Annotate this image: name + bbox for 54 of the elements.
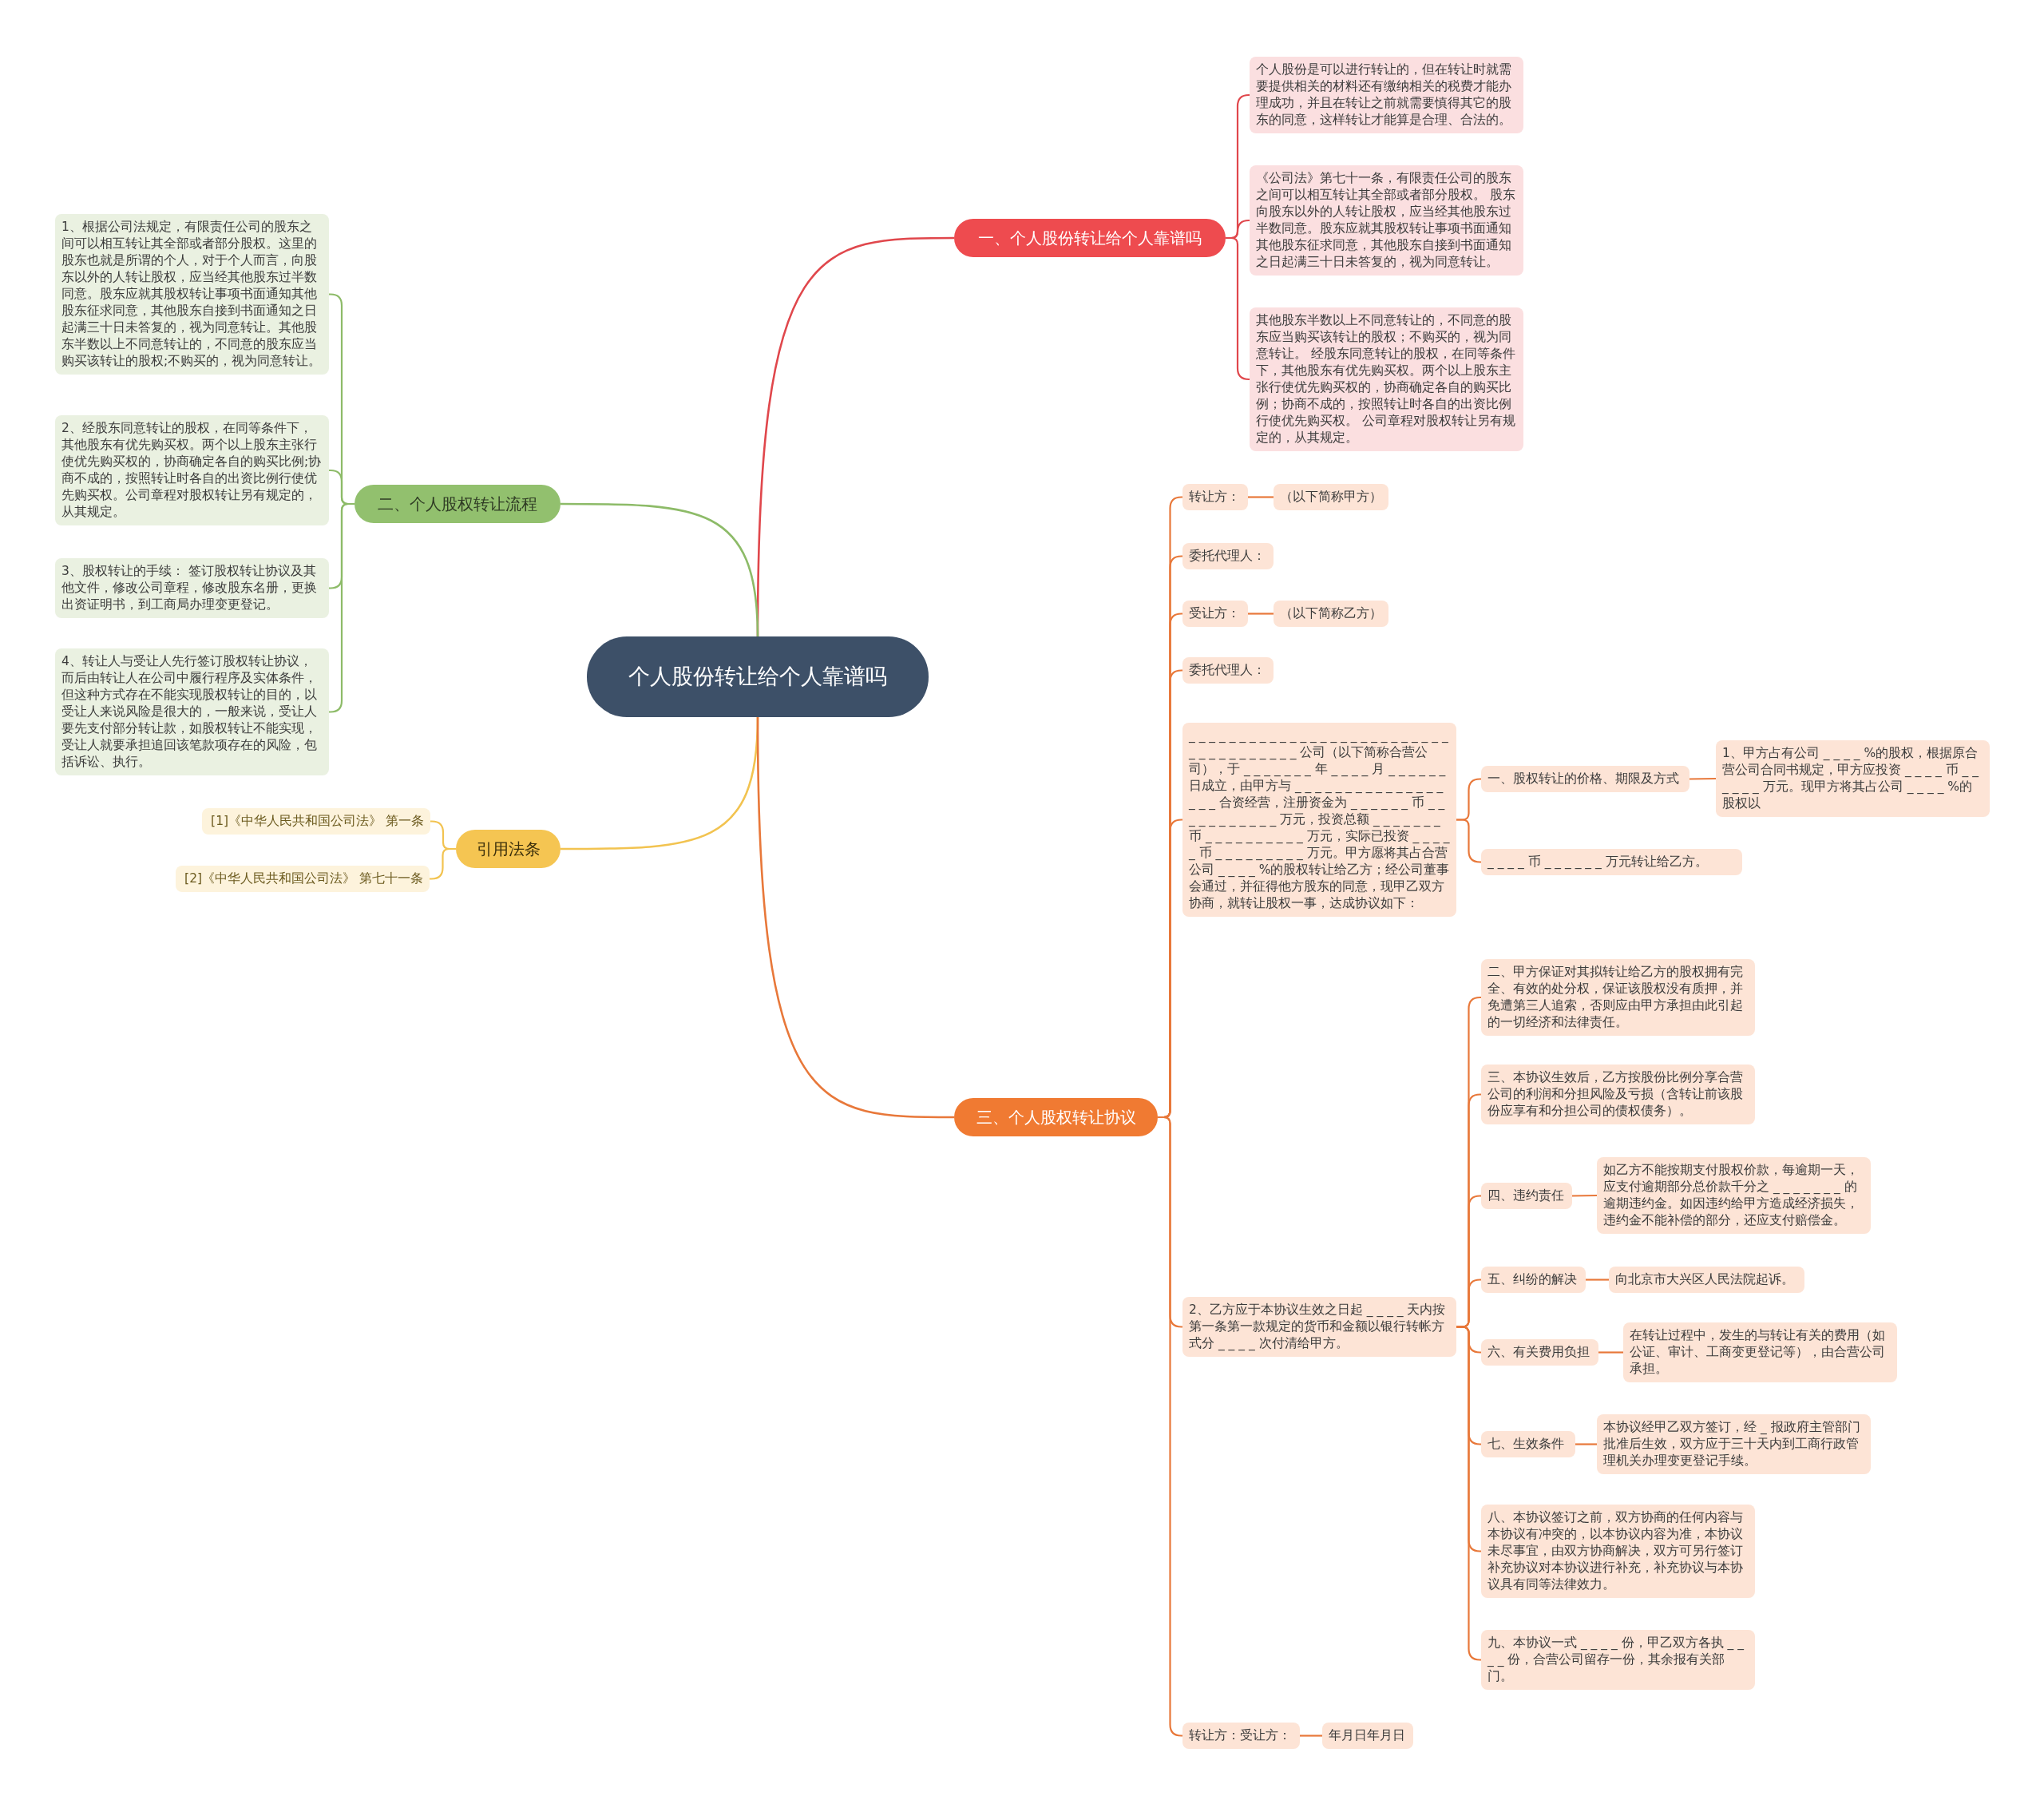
topic-box: [2]《中华人民共和国公司法》 第七十一条 (176, 865, 430, 892)
connector-line (1572, 1194, 1597, 1197)
connector-line (1456, 819, 1482, 863)
topic-box: 三、本协议生效后，乙方按股份比例分享合营公司的利润和分担风险及亏损（含转让前该股份应享有和分担公司的债权债务）。 (1481, 1064, 1755, 1124)
topic-box: 2、经股东同意转让的股权，在同等条件下，其他股东有优先购买权。两个以上股东主张行使优先购买权的，协商确定各自的购买比例;协商不成的，按照转让时各自的出资比例行使优先购买权。公司章程对股权转让另有规定的，从其规定。 (55, 415, 329, 525)
topic-box: 五、纠纷的解决 (1481, 1266, 1586, 1293)
topic-box: 委托代理人： (1182, 656, 1274, 684)
topic-box: 六、有关费用负担 (1481, 1338, 1598, 1366)
connector-line (1456, 1326, 1482, 1661)
connector-line (1248, 613, 1274, 615)
connector-line (1689, 777, 1716, 780)
topic-box: 一、股权转让的价格、期限及方式 (1481, 765, 1689, 792)
branch-topic: 一、个人股份转让给个人靠谱吗 (954, 219, 1226, 257)
connector-line (1226, 236, 1250, 381)
topic-box: 二、甲方保证对其拟转让给乙方的股权拥有完全、有效的处分权，保证该股权没有质押，并免遭第三人追索，否则应由甲方承担由此引起的一切经济和法律责任。 (1481, 959, 1755, 1036)
topic-box: 转让方： (1182, 483, 1248, 510)
topic-box: 向北京市大兴区人民法院起诉。 (1609, 1266, 1804, 1293)
connector-line (1598, 1351, 1623, 1354)
topic-box: 2、乙方应于本协议生效之日起 _ _ _ _ 天内按第一条第一款规定的货币和金额以银行转帐方式分 _ _ _ _ 次付清给甲方。 (1182, 1296, 1456, 1357)
connector-line (561, 502, 759, 637)
topic-box: 委托代理人： (1182, 542, 1274, 569)
connector-line (1586, 1279, 1609, 1281)
topic-box: [1]《中华人民共和国公司法》 第一条 (202, 807, 430, 835)
topic-box: 年月日年月日 (1322, 1722, 1413, 1749)
topic-box: 如乙方不能按期支付股权价款，每逾期一天，应支付逾期部分总价款千分之 _ _ _ _ _ _ _ 的逾期违约金。如因违约给甲方造成经济损失，违约金不能补偿的部分，还应支付赔偿金。 (1597, 1157, 1871, 1234)
branch-topic: 二、个人股权转让流程 (355, 485, 561, 523)
topic-box: （以下简称乙方） (1274, 600, 1388, 627)
topic-box: 其他股东半数以上不同意转让的，不同意的股东应当购买该转让的股权；不购买的，视为同意转让。 经股东同意转让的股权，在同等条件下，其他股东有优先购买权。两个以上股东主张行使优先购买权的，协商确定各自的购买比例；协商不成的，按照转让时各自的出资比例行使优先购买权。 公司章程对股权转让另有规定的，从其规定。 (1250, 307, 1523, 451)
topic-box: 个人股份是可以进行转让的，但在转让时就需要提供相关的材料还有缴纳相关的税费才能办理成功，并且在转让之前就需要慎得其它的股东的同意，这样转让才能算是合理、合法的。 (1250, 57, 1523, 133)
topic-box: 《公司法》第七十一条，有限责任公司的股东之间可以相互转让其全部或者部分股权。 股东向股东以外的人转让股权，应当经其他股东过半数同意。股东应就其股权转让事项书面通知其他股东征求同意，其他股东自接到书面通知之日起满三十日未答复的，视为同意转让。 (1250, 165, 1523, 276)
topic-box: 转让方：受让方： (1182, 1722, 1300, 1749)
topic-box: 4、转让人与受让人先行签订股权转让协议，而后由转让人在公司中履行程序及实体条件，但这种方式存在不能实现股权转让的目的，以受让人来说风险是很大的，一般来说，受让人要先支付部分转让款，如股权转让不能实现，受让人就要承担追回该笔款项存在的风险，包括诉讼、执行。 (55, 648, 329, 775)
topic-box: 四、违约责任 (1481, 1182, 1572, 1209)
topic-box: 3、股权转让的手续： 签订股权转让协议及其他文件，修改公司章程，修改股东名册，更换出资证明书，到工商局办理变更登记。 (55, 557, 329, 618)
topic-box: _ _ _ _ _ _ _ _ _ _ _ _ _ _ _ _ _ _ _ _ _ _ _ _ _ _ _ _ _ _ _ _ _ _ _ _ _ 公司（以下简称合营公司），于 _ _ _ _ _ _ _ 年 _ _ _ _ 月 _ _ _ _ _ _ 日成立，由甲方与 _ _ _ _ _ _ _ _ _ _ _ _ _ _ _ _ _ _ 合资经营，注册资金为 _ _ _ _ _ _ 币 _ _ _ _ _ _ _ _ _ _ _ 万元，投资总额 _ _ _ _ _ _ _ 币 _ _ _ _ _ _ _ _ _ _ 万元，实际已投资 _ _ _ _ _ 币 _ _ _ _ _ _ _ _ _ 万元。甲方愿将其占合营公司 _ _ _ _ %的股权转让给乙方；经公司董事会通过，并征得他方股东的同意，现甲乙双方协商，就转让股权一事，达成协议如下： (1182, 722, 1456, 917)
topic-box: 受让方： (1182, 600, 1248, 627)
topic-box: 1、甲方占有公司 _ _ _ _ %的股权，根据原合营公司合同书规定，甲方应投资 _ _ _ _ 币 _ _ _ _ _ _ 万元。现甲方将其占公司 _ _ _ _ %的股权以 (1716, 740, 1990, 817)
connector-line (756, 717, 954, 1119)
topic-box: （以下简称甲方） (1274, 483, 1388, 510)
branch-topic: 三、个人股权转让协议 (954, 1098, 1158, 1136)
topic-box: 1、根据公司法规定，有限责任公司的股东之间可以相互转让其全部或者部分股权。这里的股东也就是所谓的个人，对于个人而言，向股东以外的人转让股权，应当经其他股东过半数同意。股东应就其股权转让事项书面通知其他股东征求同意，其他股东自接到书面通知之日起满三十日未答复的，视为同意转让。其他股东半数以上不同意转让的，不同意的股东应当购买该转让的股权;不购买的，视为同意转让。 (55, 213, 329, 375)
topic-box: 在转让过程中，发生的与转让有关的费用（如公证、审计、工商变更登记等），由合营公司承担。 (1623, 1322, 1897, 1382)
topic-box: 八、本协议签订之前，双方协商的任何内容与本协议有冲突的，以本协议内容为准，本协议未尽事宜，由双方协商解决，双方可另行签订补充协议对本协议进行补充，补充协议与本协议具有同等法律效力。 (1481, 1504, 1755, 1598)
connector-line (1248, 496, 1274, 498)
topic-box: 七、生效条件 (1481, 1430, 1575, 1457)
connector-line (1575, 1443, 1597, 1445)
central-topic: 个人股份转让给个人靠谱吗 (587, 636, 929, 717)
connector-line (1300, 1735, 1322, 1737)
connector-line (430, 847, 456, 880)
topic-box: 本协议经甲乙双方签订，经 _ 报政府主管部门批准后生效，双方应于三十天内到工商行政管理机关办理变更登记手续。 (1597, 1413, 1871, 1474)
topic-box: _ _ _ _ 币 _ _ _ _ _ _ 万元转让给乙方。 (1481, 848, 1742, 875)
connector-line (329, 502, 355, 713)
branch-topic: 引用法条 (456, 830, 561, 868)
topic-box: 九、本协议一式 _ _ _ _ 份，甲乙双方各执 _ _ _ _ 份，合营公司留存一份，其余报有关部门。 (1481, 1629, 1755, 1690)
